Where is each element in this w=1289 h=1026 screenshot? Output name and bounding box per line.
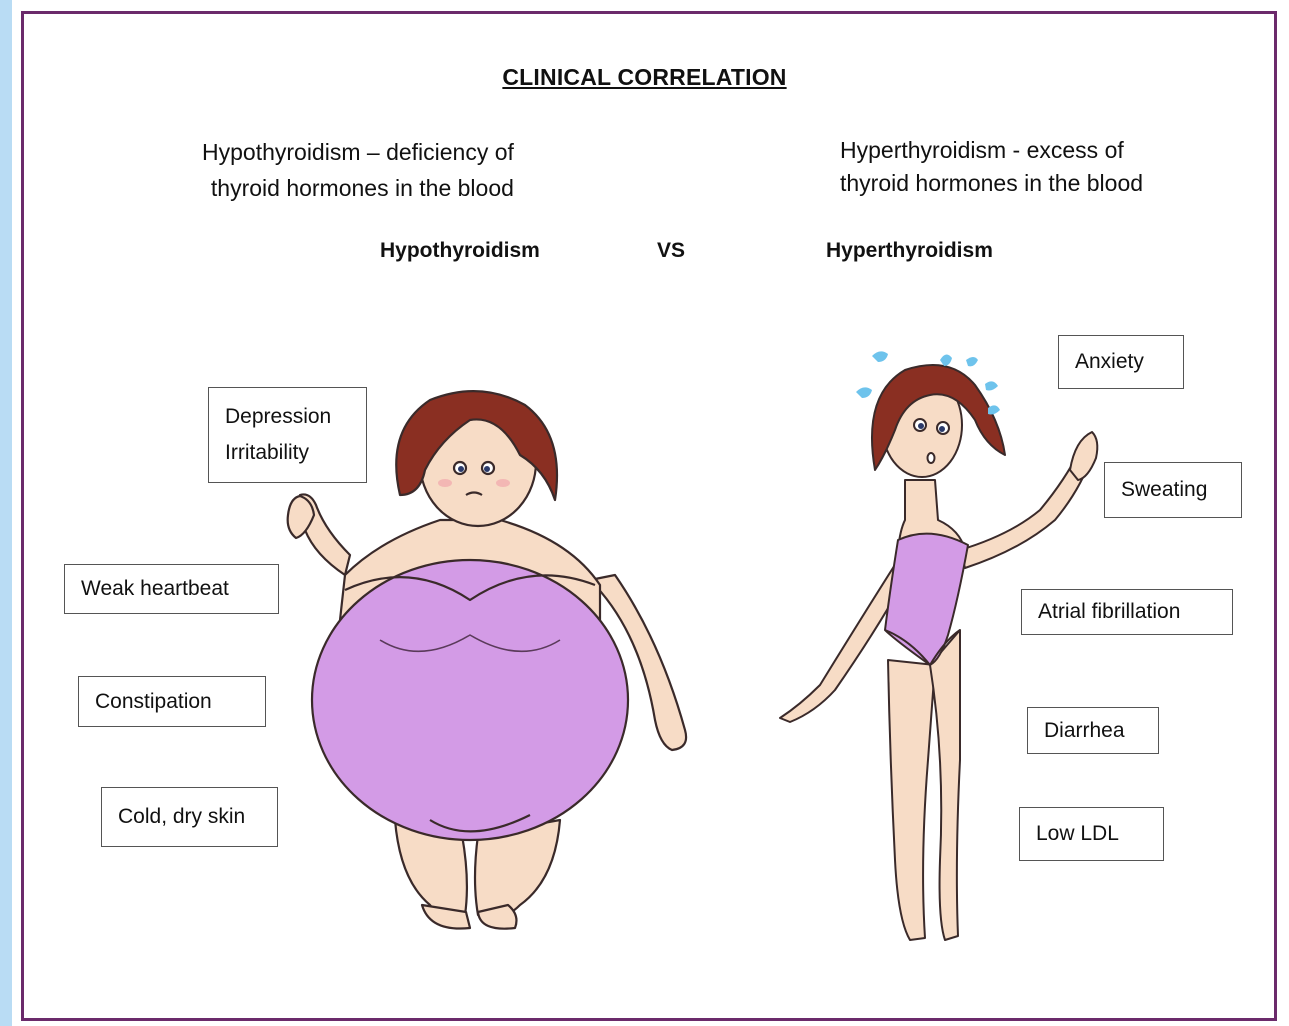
hyper-symptom-atrial-fibrillation: Atrial fibrillation [1021,589,1233,635]
hypo-symptom-constipation: Constipation [78,676,266,727]
hypo-mood-box: Depression Irritability [208,387,367,483]
hypo-symptom-cold-dry-skin: Cold, dry skin [101,787,278,847]
hypo-symptom-weak-heartbeat: Weak heartbeat [64,564,279,614]
hyper-symptom-diarrhea: Diarrhea [1027,707,1159,754]
hyper-symptom-sweating: Sweating [1104,462,1242,518]
hypo-symptom-depression: Depression [225,399,331,435]
hyper-symptom-low-ldl: Low LDL [1019,807,1164,861]
hypo-symptom-irritability: Irritability [225,435,309,471]
hyper-symptom-anxiety: Anxiety [1058,335,1184,389]
